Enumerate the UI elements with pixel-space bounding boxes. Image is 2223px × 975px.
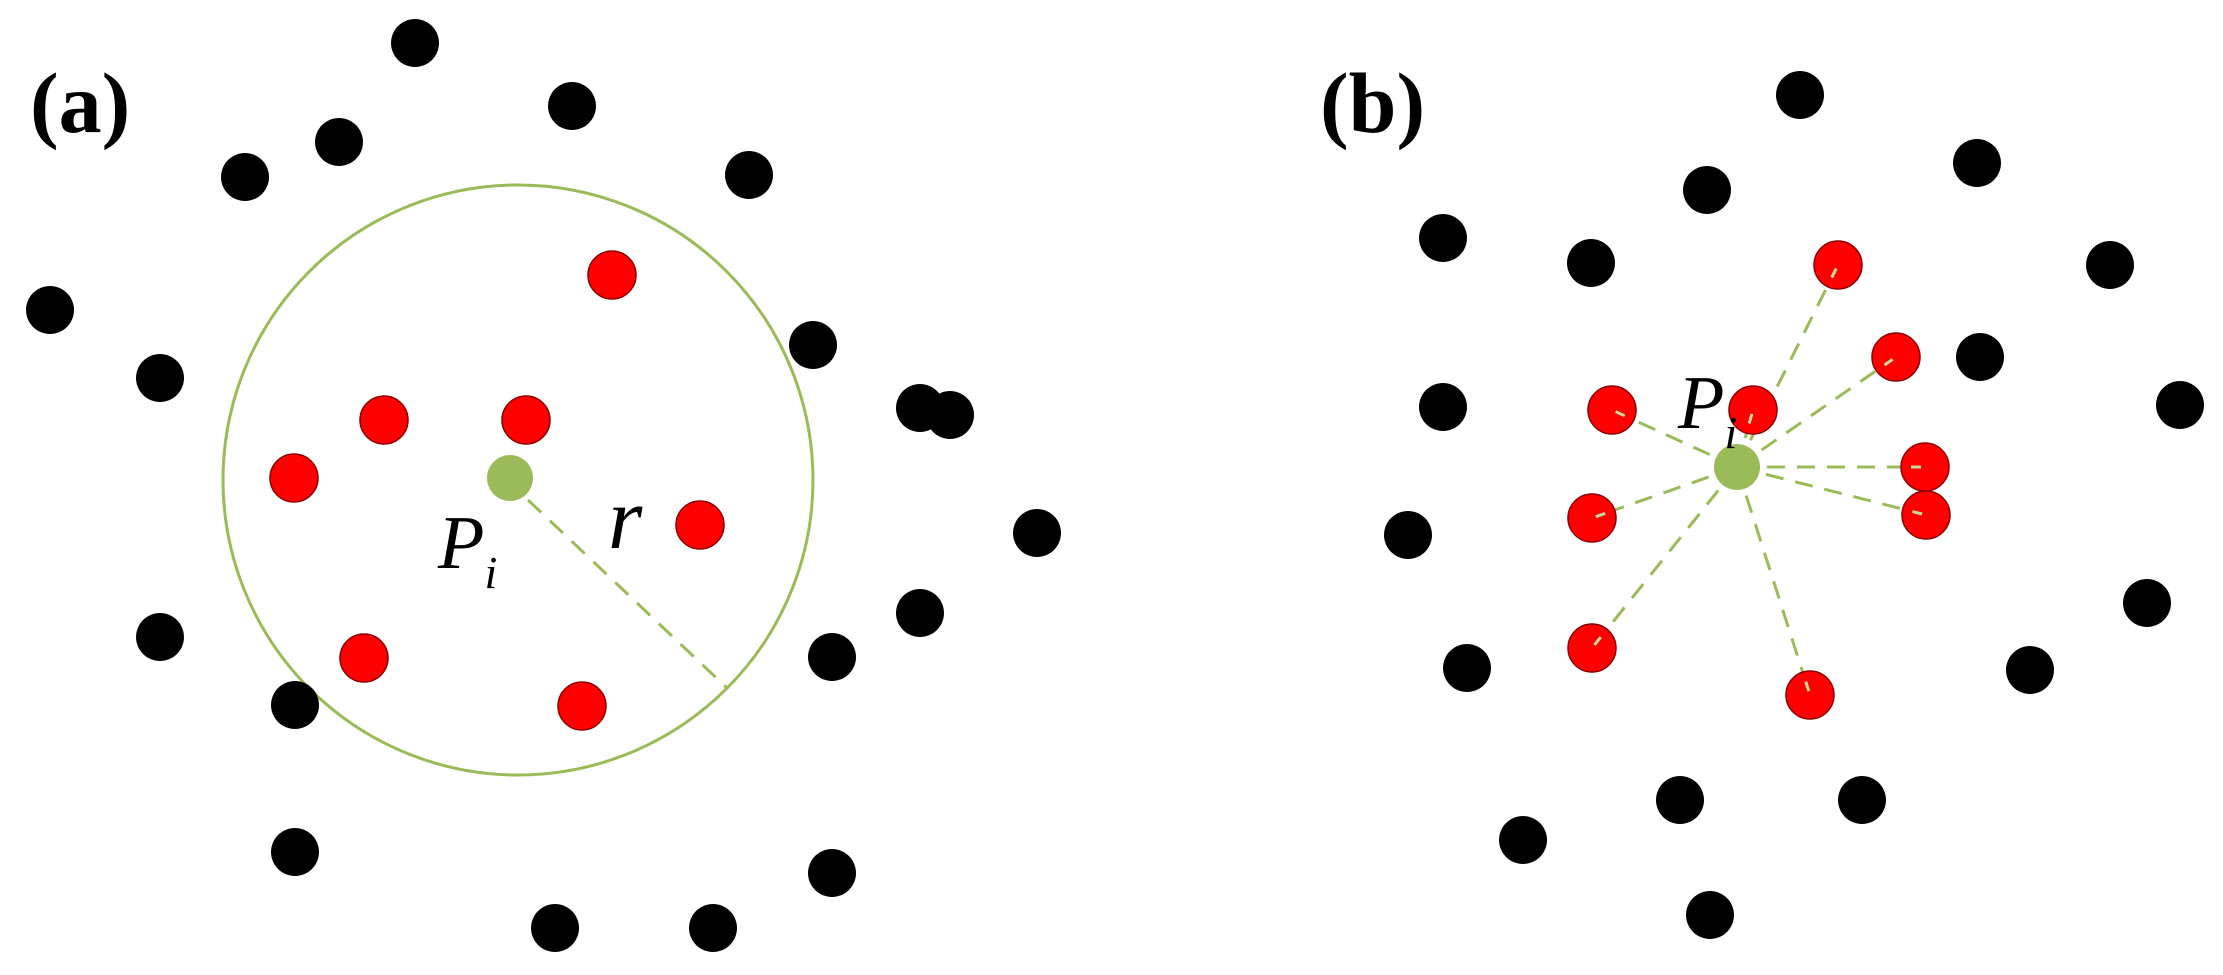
outside-point (1686, 891, 1734, 939)
outside-point (221, 153, 269, 201)
neighbor-point (1567, 493, 1617, 543)
outside-point (1776, 71, 1824, 119)
panel-b-outside-points (1384, 71, 2204, 939)
neighbor-point (1785, 670, 1835, 720)
neighbor-point (1901, 490, 1951, 540)
link-highlight (1615, 410, 1626, 418)
neighbor-point (675, 500, 725, 550)
neighbor-point (359, 395, 409, 445)
outside-point (1656, 776, 1704, 824)
neighbor-point (339, 633, 389, 683)
outside-point (1419, 383, 1467, 431)
outside-point (1499, 816, 1547, 864)
neighbor-point (1587, 385, 1637, 435)
outside-point (896, 589, 944, 637)
outside-point (548, 82, 596, 130)
neighbor-link (1735, 466, 1812, 696)
panel-b-center-label: Pi (1677, 361, 1737, 458)
panel-a-label: (a) (30, 55, 130, 151)
link-highlight (1804, 681, 1811, 692)
outside-point (531, 904, 579, 952)
neighbor-link (1736, 355, 1897, 469)
outside-point (26, 286, 74, 334)
link-highlight (1593, 636, 1602, 646)
outside-point (1956, 333, 2004, 381)
link-highlight (1747, 413, 1754, 424)
outside-point (2086, 241, 2134, 289)
outside-point (136, 354, 184, 402)
panel-b-neighbor-points (1567, 240, 1951, 720)
outside-point (2006, 646, 2054, 694)
neighbor-link (1590, 466, 1739, 649)
neighbor-point (269, 453, 319, 503)
neighbor-point (1871, 332, 1921, 382)
link-highlight (1595, 511, 1606, 519)
panel-b-center-point (1714, 444, 1760, 490)
outside-point (808, 633, 856, 681)
outside-point (789, 321, 837, 369)
neighbor-point (1567, 623, 1617, 673)
outside-point (808, 849, 856, 897)
outside-point (136, 613, 184, 661)
outside-point (725, 151, 773, 199)
outside-point (271, 828, 319, 876)
neighbor-point (501, 395, 551, 445)
neighbor-point (1900, 442, 1950, 492)
neighbor-link (1736, 465, 1927, 517)
neighbor-point (1728, 385, 1778, 435)
neighbor-link (1611, 408, 1738, 469)
link-highlight (1830, 267, 1838, 279)
neighbor-link (1591, 465, 1738, 520)
panel-a-center-point (487, 455, 533, 501)
neighborhood-circle (221, 183, 815, 777)
outside-point (1953, 139, 2001, 187)
outside-point (689, 904, 737, 952)
panel-a-outside-points (26, 19, 1061, 952)
panel-a-neighbor-points (269, 250, 725, 731)
link-highlight (1912, 510, 1923, 516)
panel-b-knn-neighborhood: (b) Pi (1320, 55, 2204, 939)
outside-point (1384, 511, 1432, 559)
outside-point (315, 118, 363, 166)
outside-point (2123, 579, 2171, 627)
outside-point (391, 19, 439, 67)
panel-b-label: (b) (1320, 55, 1425, 151)
neighbor-point (557, 681, 607, 731)
outside-point (1683, 166, 1731, 214)
outside-point (2156, 381, 2204, 429)
neighbor-point (587, 250, 637, 300)
outside-point (1419, 214, 1467, 262)
link-highlight (1883, 358, 1894, 367)
panel-a-center-label: Pi (437, 501, 497, 598)
neighbor-point (1813, 240, 1863, 290)
radius-line (526, 498, 729, 690)
outside-point (1443, 644, 1491, 692)
outside-point (1013, 509, 1061, 557)
radius-label: r (608, 471, 643, 568)
outside-point (271, 681, 319, 729)
panel-a-radius-neighborhood: (a) Pi r (26, 19, 1061, 952)
panel-b-link-highlights (1593, 267, 1923, 692)
outside-point (926, 391, 974, 439)
outside-point (1838, 776, 1886, 824)
outside-point (1567, 239, 1615, 287)
